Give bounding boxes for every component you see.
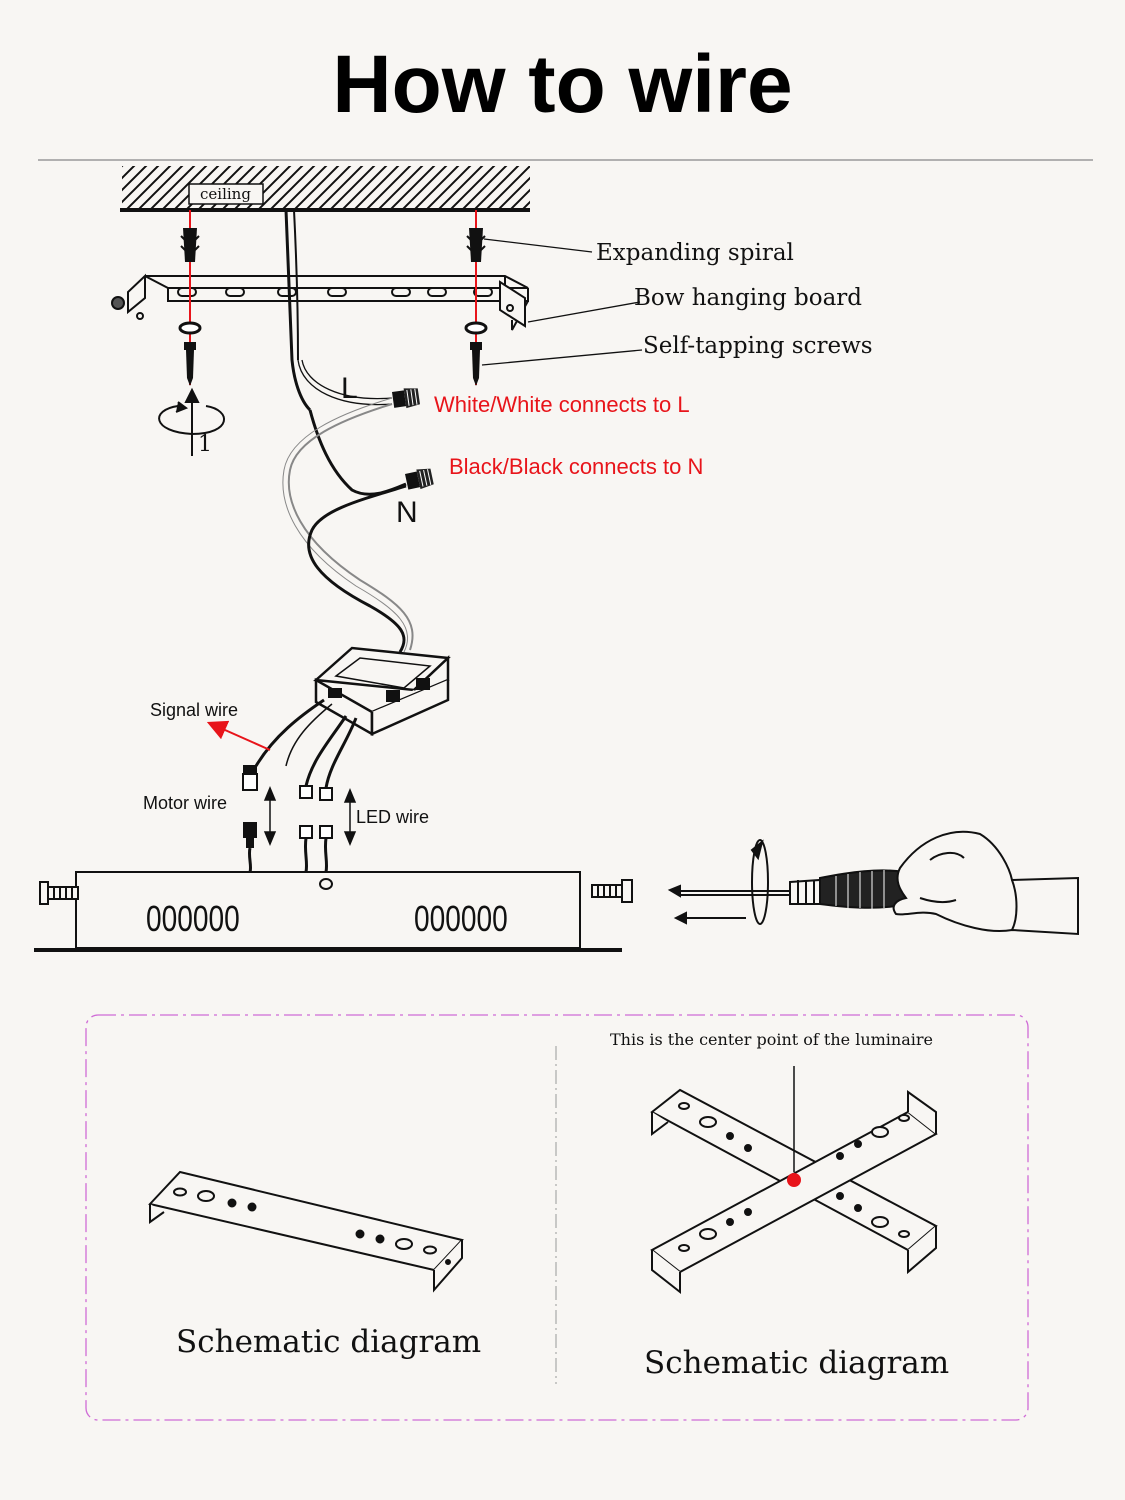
page-title: How to wire [332, 39, 793, 130]
live-label: L [341, 372, 358, 405]
led-wires-lower [303, 837, 329, 873]
led-wires-upper [304, 715, 358, 789]
led-wire-label: LED wire [356, 807, 430, 827]
washer-right [464, 321, 488, 335]
expanding-spiral-label: Expanding spiral [596, 240, 794, 266]
neutral-label: N [396, 496, 418, 529]
single-bracket-icon [148, 1170, 464, 1293]
black-wire-N [308, 409, 407, 496]
led-driver-box [313, 646, 451, 737]
wire-nut-N [405, 468, 434, 490]
schematic-frame [85, 1014, 1029, 1421]
signal-motor-wires [254, 698, 333, 767]
led-connectors-bottom [299, 825, 333, 839]
label-leaders [481, 238, 643, 366]
washer-left [178, 321, 202, 335]
black-connects-N-note: Black/Black connects to N [449, 454, 704, 479]
motor-connector-bottom [243, 822, 257, 848]
self-tapping-screw-left [184, 342, 196, 386]
wire-nut-L [392, 388, 420, 409]
signal-wire-pointer [206, 720, 271, 751]
motor-wire-lower [247, 847, 253, 873]
schematic-caption-right: Schematic diagram [644, 1345, 950, 1381]
bow-hanging-board-label: Bow hanging board [634, 285, 863, 311]
expanding-spiral-left [180, 228, 200, 262]
board-slots [177, 287, 493, 297]
vent-pattern-left: 000000 [146, 898, 240, 939]
bow-hanging-board [111, 273, 529, 331]
motor-wire-label: Motor wire [143, 793, 228, 813]
self-tapping-screw-right [470, 342, 482, 386]
motor-connector-top [242, 765, 258, 791]
schematic-caption-left: Schematic diagram [176, 1324, 482, 1360]
center-point-note: This is the center point of the luminair… [610, 1030, 933, 1049]
ceiling [120, 166, 530, 212]
ceiling-label: ceiling [200, 185, 251, 203]
screwdriver-icon [667, 839, 910, 925]
hand-icon [892, 830, 1079, 936]
driver-cable [282, 397, 414, 653]
side-screw-left [39, 881, 79, 905]
vent-pattern-right: 000000 [414, 898, 508, 939]
rotation-arrow-icon [158, 387, 225, 456]
self-tapping-screws-label: Self-tapping screws [643, 333, 873, 359]
expanding-spiral-right [466, 228, 486, 262]
signal-wire-label: Signal wire [150, 700, 239, 720]
white-wire-L [297, 359, 393, 406]
step-number: 1 [198, 432, 212, 457]
center-point-marker [787, 1173, 801, 1187]
motor-updown-arrow [263, 786, 277, 846]
led-connectors-top [299, 785, 333, 801]
main-cable [284, 209, 312, 412]
ceiling-label-box [188, 183, 264, 205]
white-connects-L-note: White/White connects to L [434, 392, 690, 417]
led-updown-arrow [343, 788, 357, 846]
luminaire-body [34, 871, 622, 952]
side-screw-right [591, 879, 633, 903]
cross-bracket-icon [650, 1088, 938, 1295]
